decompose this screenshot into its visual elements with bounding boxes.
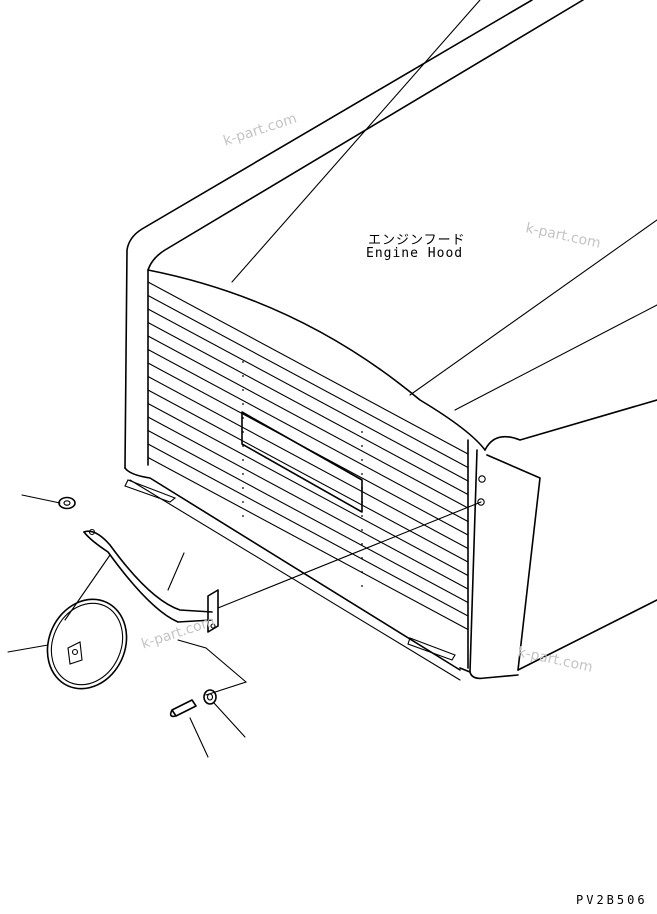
drawing-code: PV2B506: [576, 893, 648, 907]
washer: [203, 689, 217, 705]
grille-rivet: [361, 473, 363, 475]
hood-top-crease-line: [409, 219, 657, 396]
mirror-glass-inner: [50, 602, 124, 686]
grille-slat: [147, 429, 469, 604]
leader-lines: [7, 494, 482, 758]
mirror-stay-arm: [83, 530, 213, 613]
hood-corner-edge: [484, 399, 657, 451]
grille-bottom-edge: [124, 467, 461, 671]
grille-rivet: [242, 403, 244, 405]
grille-rivet: [361, 543, 363, 545]
hood-bolt-hole-upper: [478, 475, 486, 483]
nut: [58, 496, 76, 510]
assembly-line-bolt-path: [177, 639, 248, 696]
stay-mount-plate: [207, 589, 219, 633]
stay-mount-hole: [210, 623, 216, 629]
grille-rivet: [361, 585, 363, 587]
grille-slat: [147, 389, 469, 563]
leader-mirror: [7, 644, 49, 653]
hood-front-bottom: [459, 667, 471, 673]
leader-washer: [213, 702, 246, 738]
grille-slat: [147, 402, 469, 577]
grille-rivet: [242, 459, 244, 461]
hood-side-front: [486, 454, 541, 671]
mirror-stay-arm-lower: [83, 531, 213, 623]
hood-bolt-hole-lower: [477, 498, 485, 506]
hood-top-panel-line: [231, 0, 481, 283]
grille-rivet: [242, 389, 244, 391]
hood-right-post: [469, 449, 519, 680]
leader-bolt: [189, 717, 209, 758]
grille-slat: [147, 294, 469, 469]
nut-hole: [63, 500, 71, 506]
grille-rivet: [242, 375, 244, 377]
grille-slats: [147, 281, 469, 631]
grille-slat: [147, 281, 469, 455]
mirror-assembly: [46, 496, 219, 718]
hood-foot-left: [124, 479, 177, 503]
grille-rivet: [361, 431, 363, 433]
grille-rivet: [242, 487, 244, 489]
grille-rivet: [242, 501, 244, 503]
engine-hood: [124, 0, 657, 681]
part-name-japanese: エンジンフード: [368, 233, 466, 248]
leader-nut: [21, 494, 61, 504]
mirror-glass-outer: [46, 598, 128, 690]
hood-bottom-right-edge: [517, 599, 657, 671]
grille-slat: [147, 321, 469, 496]
leader-mirror-stay-link: [64, 554, 111, 621]
hood-top-crease-line-2: [454, 304, 657, 411]
grille-slat: [147, 335, 469, 509]
grille-rivet: [361, 529, 363, 531]
grille-rivet: [361, 557, 363, 559]
hood-foot-right: [407, 637, 456, 661]
grille-slat: [147, 416, 469, 590]
grille-rivet: [361, 571, 363, 573]
hood-front-top-curve: [147, 269, 486, 451]
leader-stay: [167, 552, 185, 591]
hood-inner-left-edge: [147, 0, 584, 271]
grille-slat: [147, 443, 469, 617]
grille-rivet: [242, 515, 244, 517]
assembly-line-stay-to-hood: [217, 501, 482, 609]
washer-hole: [206, 693, 214, 701]
stay-end-hole: [88, 528, 96, 536]
mirror-bracket-bolt: [71, 648, 79, 656]
mirror-bracket: [67, 641, 83, 665]
grille-rivet: [361, 459, 363, 461]
hood-outer-left-edge: [124, 0, 533, 469]
grille-under-edge: [129, 479, 461, 681]
grille-rivet: [242, 361, 244, 363]
part-name-english: Engine Hood: [366, 246, 464, 261]
grille-slat: [147, 308, 469, 482]
grille-rivet: [242, 473, 244, 475]
bolt: [169, 699, 197, 718]
grille-slat: [147, 456, 469, 631]
grille-rivet: [361, 515, 363, 517]
grille-slat: [147, 375, 469, 550]
grille-center-plate: [241, 411, 363, 513]
grille-rivet: [361, 445, 363, 447]
grille-slat: [147, 348, 469, 523]
